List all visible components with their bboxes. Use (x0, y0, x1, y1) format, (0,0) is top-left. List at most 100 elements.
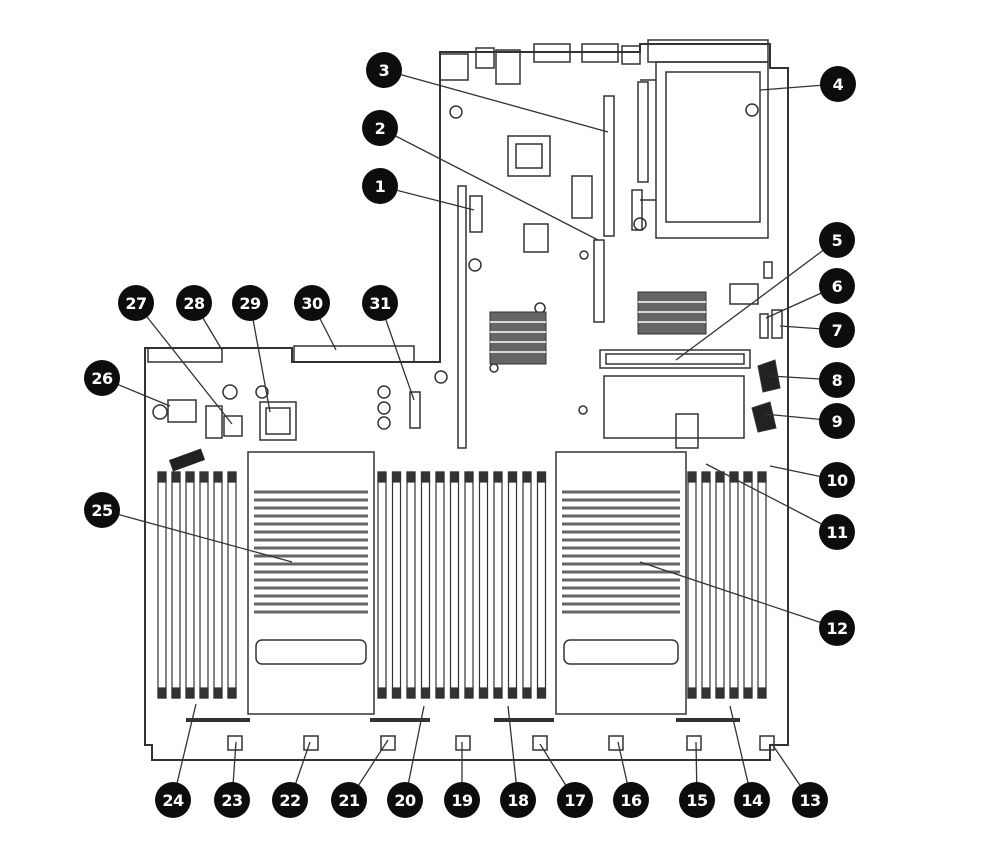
callout-27: 27 (118, 285, 154, 321)
dimm-latch (743, 687, 753, 699)
dimm-latch (478, 471, 489, 483)
rear-io-connectors (439, 43, 641, 85)
dimm-latch (420, 687, 431, 699)
callout-31: 31 (362, 285, 398, 321)
callout-5: 5 (819, 222, 855, 258)
dimm-latch (507, 687, 518, 699)
dimm-slot (406, 471, 416, 699)
leader-line-29 (249, 302, 271, 413)
dimm-latch (185, 687, 195, 699)
callout-2: 2 (362, 110, 398, 146)
dimm-latch (377, 687, 387, 699)
dimm-slot (199, 471, 209, 699)
dimm-slot (729, 471, 739, 699)
callout-15: 15 (679, 782, 715, 818)
dimm-slot (185, 471, 195, 699)
callout-3: 3 (366, 52, 402, 88)
fan-connector (686, 735, 702, 751)
fan-connector (608, 735, 624, 751)
leader-line-5 (675, 239, 838, 361)
dimm-latch (715, 471, 725, 483)
callout-26: 26 (84, 360, 120, 396)
callout-25: 25 (84, 492, 120, 528)
dimm-slot (377, 471, 387, 699)
callout-9: 9 (819, 403, 855, 439)
leader-line-2 (379, 127, 599, 241)
chipset-heatsink (489, 291, 707, 365)
pcie-slots (457, 95, 615, 449)
dimm-slot (391, 471, 402, 699)
dimm-slot (715, 471, 725, 699)
dimm-latch (377, 471, 387, 483)
dimm-latch (757, 471, 767, 483)
dimm-slot (493, 471, 503, 699)
dimm-latch (687, 687, 697, 699)
dimm-latch (406, 687, 416, 699)
dimm-latch (171, 687, 181, 699)
callout-23: 23 (214, 782, 250, 818)
leader-line-25 (101, 509, 293, 563)
dimm-latch (391, 687, 402, 699)
callout-10: 10 (819, 462, 855, 498)
callout-21: 21 (331, 782, 367, 818)
dimm-latch (227, 471, 237, 483)
leader-line-12 (639, 561, 838, 629)
heatsink-frame (247, 451, 375, 715)
dimm-slot (536, 471, 547, 699)
dimm-slot (213, 471, 223, 699)
callout-19: 19 (444, 782, 480, 818)
dimm-latch (435, 687, 445, 699)
callout-28: 28 (176, 285, 212, 321)
dimm-latch (522, 471, 532, 483)
leader-line-3 (383, 69, 609, 133)
dimm-latch (171, 471, 181, 483)
dimm-slot (464, 471, 474, 699)
callout-8: 8 (819, 362, 855, 398)
dimm-latch (420, 471, 431, 483)
callout-11: 11 (819, 514, 855, 550)
dimm-latch (701, 471, 711, 483)
dimm-slot (435, 471, 445, 699)
heatsink-frame (555, 451, 687, 715)
dimm-slot (507, 471, 518, 699)
dimm-latch (391, 471, 402, 483)
callout-16: 16 (613, 782, 649, 818)
dimm-latch (743, 471, 753, 483)
dimm-latch (199, 471, 209, 483)
leader-line-11 (705, 463, 838, 533)
callout-24: 24 (155, 782, 191, 818)
fan-connector (455, 735, 471, 751)
dimm-latch (449, 687, 460, 699)
dimm-slot (157, 471, 167, 699)
dimm-slot (757, 471, 767, 699)
dimm-latch (157, 687, 167, 699)
dimm-slot-banks (157, 471, 767, 699)
dimm-slot (743, 471, 753, 699)
leader-line-27 (135, 302, 233, 425)
dimm-latch (464, 687, 474, 699)
processor-heatsinks (247, 451, 687, 715)
dimm-latch (757, 687, 767, 699)
fan-connectors (186, 718, 775, 751)
dimm-slot (522, 471, 532, 699)
dimm-latch (493, 687, 503, 699)
callout-22: 22 (272, 782, 308, 818)
heatsink-clip (255, 639, 367, 665)
callout-17: 17 (557, 782, 593, 818)
dimm-latch (435, 471, 445, 483)
callout-1: 1 (362, 168, 398, 204)
fan-connector (303, 735, 319, 751)
callout-14: 14 (734, 782, 770, 818)
callout-12: 12 (819, 610, 855, 646)
callout-20: 20 (387, 782, 423, 818)
side-connectors (751, 359, 781, 433)
riser-card-area (631, 39, 769, 239)
fan-connector (380, 735, 396, 751)
dimm-latch (536, 471, 547, 483)
dimm-slot (687, 471, 697, 699)
dimm-latch (493, 471, 503, 483)
dimm-latch (701, 687, 711, 699)
dimm-slot (478, 471, 489, 699)
board-outline (144, 43, 789, 761)
